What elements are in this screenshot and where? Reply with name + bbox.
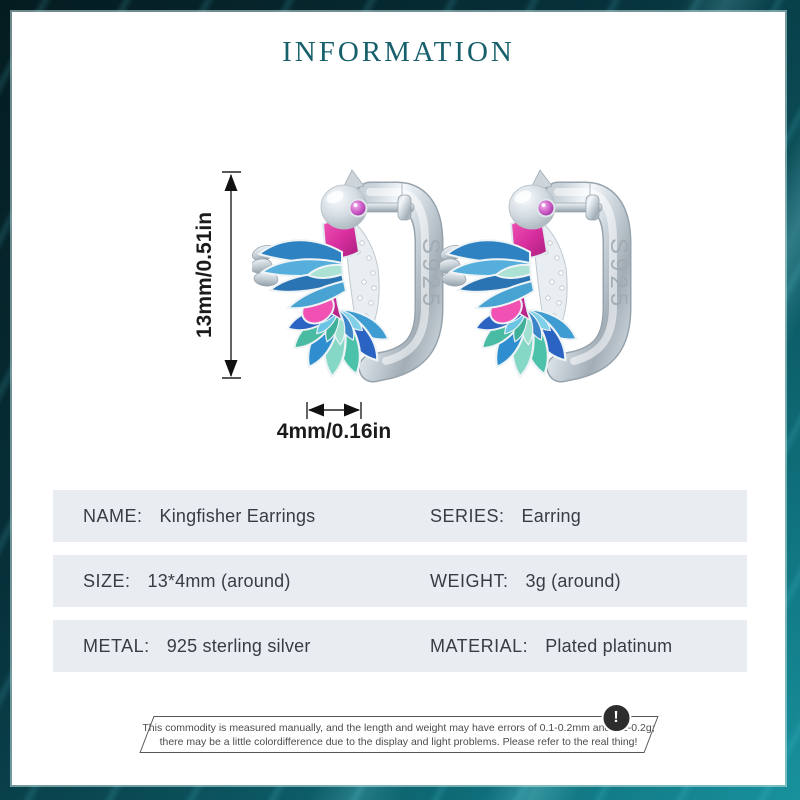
cell-value: Kingfisher Earrings (159, 505, 316, 526)
table-cell-series: SERIES: Earring (400, 506, 747, 527)
width-dimension-label: 4mm/0.16in (277, 420, 391, 443)
height-dimension-label: 13mm/0.51in (193, 212, 216, 338)
cell-label: WEIGHT: (430, 570, 509, 591)
table-cell-weight: WEIGHT: 3g (around) (400, 571, 747, 592)
disclaimer-line2: there may be a little colordifference du… (159, 735, 638, 748)
earring-image-right (437, 170, 632, 377)
cell-value: 13*4mm (around) (147, 570, 291, 591)
cell-label: MATERIAL: (430, 635, 529, 656)
disclaimer: This commodity is measured manually, and… (138, 703, 659, 753)
table-row: SIZE: 13*4mm (around) WEIGHT: 3g (around… (53, 555, 747, 607)
table-row: METAL: 925 sterling silver MATERIAL: Pla… (53, 620, 747, 672)
content-area: INFORMATION (12, 12, 785, 785)
cell-value: 925 sterling silver (166, 635, 311, 656)
disclaimer-text: This commodity is measured manually, and… (142, 716, 654, 753)
info-table: NAME: Kingfisher Earrings SERIES: Earrin… (53, 490, 747, 685)
table-cell-metal: METAL: 925 sterling silver (53, 636, 400, 657)
cell-value: Plated platinum (545, 635, 673, 656)
table-cell-name: NAME: Kingfisher Earrings (53, 506, 400, 527)
cell-value: Earring (521, 505, 581, 526)
cell-label: METAL: (83, 635, 150, 656)
page-title: INFORMATION (282, 36, 515, 68)
cell-label: SERIES: (430, 505, 505, 526)
cell-label: SIZE: (83, 570, 131, 591)
product-figure: S925 (193, 130, 785, 443)
table-row: NAME: Kingfisher Earrings SERIES: Earrin… (53, 490, 747, 542)
width-dimension (306, 402, 362, 419)
disclaimer-line1: This commodity is measured manually, and… (142, 721, 655, 734)
earring-image-left (249, 170, 444, 377)
height-dimension (222, 171, 241, 379)
table-cell-size: SIZE: 13*4mm (around) (53, 571, 400, 592)
alert-icon: ! (601, 703, 631, 733)
cell-value: 3g (around) (525, 570, 621, 591)
table-cell-material: MATERIAL: Plated platinum (400, 636, 747, 657)
cell-label: NAME: (83, 505, 143, 526)
